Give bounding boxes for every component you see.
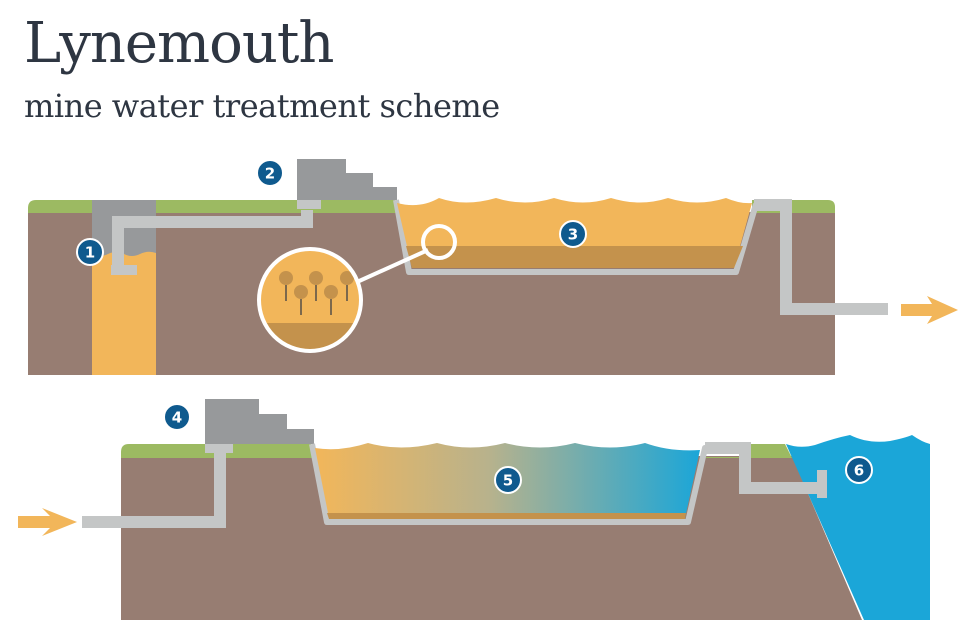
magnifier-small-ring: [421, 224, 457, 260]
flow-arrow-in-icon: [18, 508, 77, 536]
step-number: 4: [172, 409, 182, 427]
top-section: [28, 159, 958, 375]
particle: [294, 285, 308, 299]
grass-top-left: [28, 200, 398, 213]
lagoon-3-liner: [393, 199, 759, 275]
treatment-building-2: [297, 159, 397, 200]
step-badge-2[interactable]: 2: [256, 159, 284, 187]
pipe-building-cap: [297, 199, 321, 209]
lagoon-3-sediment: [406, 246, 743, 268]
particle: [309, 271, 323, 285]
magnifier-ring: [257, 247, 363, 353]
step-badge-3[interactable]: 3: [559, 220, 587, 248]
pipe-shaft-to-building: [112, 210, 313, 268]
step-number: 1: [85, 244, 95, 262]
step-badge-4[interactable]: 4: [163, 403, 191, 431]
pipe-outfall: [705, 442, 820, 494]
step-number: 5: [503, 472, 513, 490]
pipe-inlet-bottom: [82, 449, 226, 528]
lagoon-5-sediment: [327, 513, 686, 519]
step-number: 3: [568, 226, 578, 244]
pipe-intake-foot: [111, 265, 137, 275]
step-badge-5[interactable]: 5: [494, 466, 522, 494]
pipe-outfall-diffuser: [817, 470, 827, 498]
page-subtitle: mine water treatment scheme: [24, 87, 500, 125]
particle: [279, 271, 293, 285]
magnifier-pointer: [356, 248, 429, 284]
sediment-particles: [279, 271, 354, 315]
step-badge-1[interactable]: 1: [76, 238, 104, 266]
bottom-section: [18, 399, 930, 620]
particle: [324, 285, 338, 299]
pipe-outlet-top: [754, 199, 888, 315]
treatment-building-4: [205, 399, 314, 444]
flow-arrow-out-icon: [901, 296, 958, 324]
step-badge-6[interactable]: 6: [845, 456, 873, 484]
step-number: 2: [265, 165, 275, 183]
particle: [340, 271, 354, 285]
pipe-building-4-cap: [205, 443, 233, 453]
page-title: Lynemouth: [24, 11, 334, 76]
step-number: 6: [854, 462, 864, 480]
